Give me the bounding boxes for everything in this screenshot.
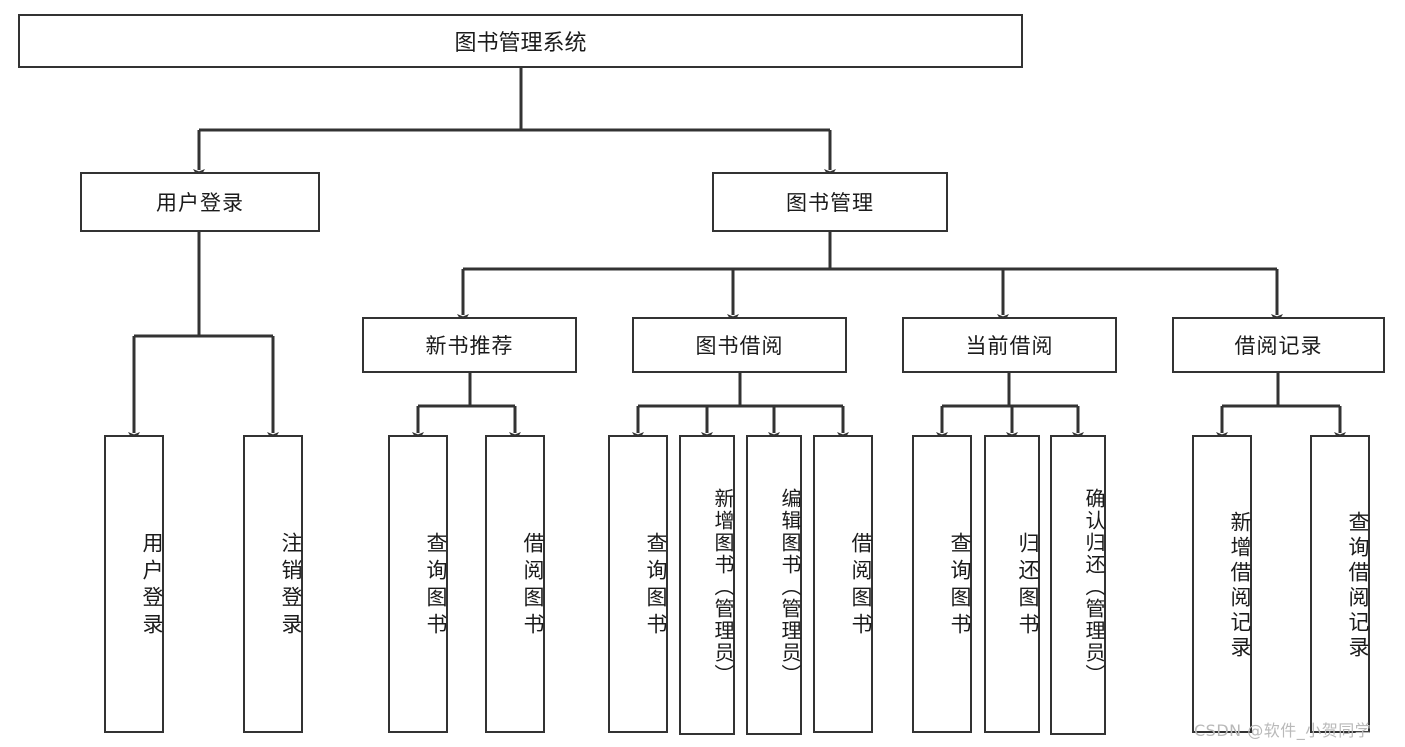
- node-user-login[interactable]: 用户登录: [80, 172, 320, 232]
- leaf-recommend-borrow-book-label: 借阅图书: [521, 532, 545, 640]
- leaf-borrow-borrow-book[interactable]: 借阅图书: [813, 435, 873, 733]
- leaf-record-add-borrow-record[interactable]: 新增借阅记录: [1192, 435, 1252, 733]
- node-book-borrow[interactable]: 图书借阅: [632, 317, 847, 373]
- leaf-recommend-query-book[interactable]: 查询图书: [388, 435, 448, 733]
- node-book-management-label: 图书管理: [786, 191, 874, 215]
- leaf-borrow-edit-book-admin-label: 编辑图书（管理员）: [778, 488, 802, 686]
- leaf-record-add-borrow-record-label: 新增借阅记录: [1228, 511, 1252, 661]
- node-book-borrow-label: 图书借阅: [695, 334, 784, 358]
- leaf-borrow-borrow-book-label: 借阅图书: [849, 532, 873, 640]
- leaf-record-query-borrow-record-label: 查询借阅记录: [1346, 511, 1370, 661]
- leaf-borrow-add-book-admin[interactable]: 新增图书（管理员）: [679, 435, 735, 735]
- node-root[interactable]: 图书管理系统: [18, 14, 1023, 68]
- leaf-user-login-do-label: 用户登录: [140, 532, 164, 640]
- node-root-label: 图书管理系统: [454, 31, 587, 56]
- leaf-current-return-book[interactable]: 归还图书: [984, 435, 1040, 733]
- leaf-recommend-borrow-book[interactable]: 借阅图书: [485, 435, 545, 733]
- leaf-current-confirm-return-admin[interactable]: 确认归还（管理员）: [1050, 435, 1106, 735]
- leaf-user-login-do[interactable]: 用户登录: [104, 435, 164, 733]
- leaf-user-logout-label: 注销登录: [279, 532, 303, 640]
- node-new-book-recommend-label: 新书推荐: [425, 334, 514, 358]
- leaf-record-query-borrow-record[interactable]: 查询借阅记录: [1310, 435, 1370, 733]
- leaf-current-query-book-label: 查询图书: [948, 532, 972, 640]
- leaf-borrow-edit-book-admin[interactable]: 编辑图书（管理员）: [746, 435, 802, 735]
- leaf-current-return-book-label: 归还图书: [1016, 532, 1040, 640]
- node-user-login-label: 用户登录: [156, 191, 244, 215]
- leaf-borrow-query-book[interactable]: 查询图书: [608, 435, 668, 733]
- node-borrow-record-label: 借阅记录: [1234, 334, 1323, 358]
- leaf-current-query-book[interactable]: 查询图书: [912, 435, 972, 733]
- leaf-user-logout[interactable]: 注销登录: [243, 435, 303, 733]
- node-current-borrow-label: 当前借阅: [965, 334, 1054, 358]
- node-book-management[interactable]: 图书管理: [712, 172, 948, 232]
- leaf-borrow-query-book-label: 查询图书: [644, 532, 668, 640]
- leaf-borrow-add-book-admin-label: 新增图书（管理员）: [711, 488, 735, 686]
- csdn-watermark: CSDN @软件_小贺同学: [1194, 721, 1372, 740]
- node-borrow-record[interactable]: 借阅记录: [1172, 317, 1385, 373]
- node-new-book-recommend[interactable]: 新书推荐: [362, 317, 577, 373]
- leaf-current-confirm-return-admin-label: 确认归还（管理员）: [1082, 488, 1106, 686]
- leaf-recommend-query-book-label: 查询图书: [424, 532, 448, 640]
- node-current-borrow[interactable]: 当前借阅: [902, 317, 1117, 373]
